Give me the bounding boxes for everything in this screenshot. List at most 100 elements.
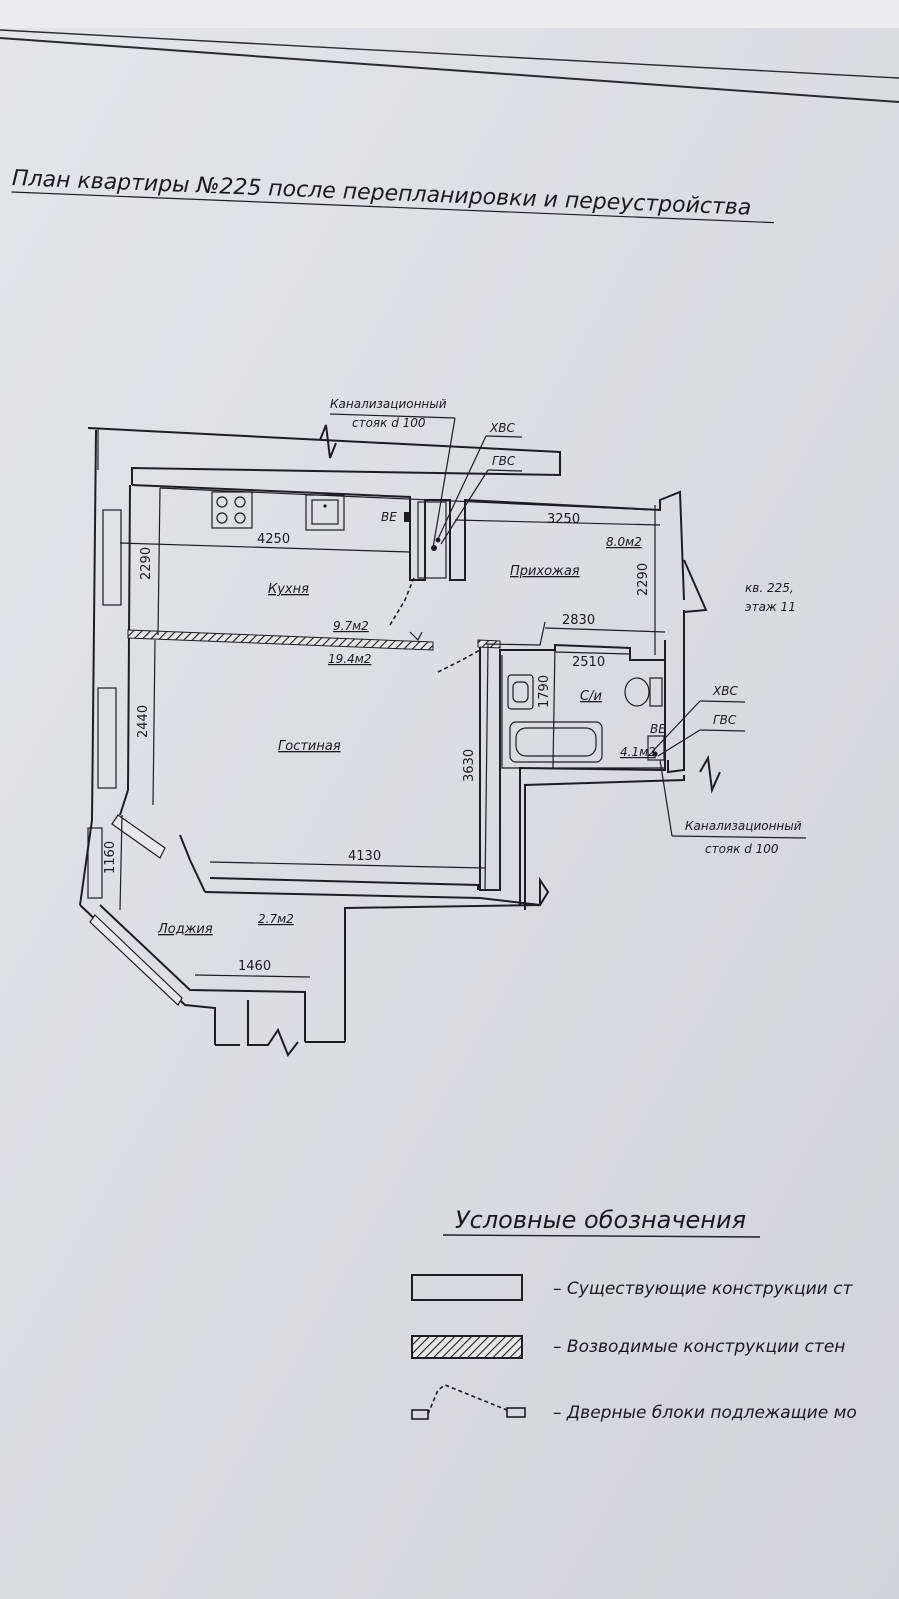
burner-icon — [234, 512, 246, 524]
dim-bath-depth: 1790 — [537, 675, 552, 708]
burner-icon — [216, 496, 228, 508]
new-wall-hatched — [127, 629, 434, 651]
legend: Условные обозначения – Существующие конс… — [411, 1206, 857, 1423]
dim-kitchen-width: 4250 — [257, 532, 290, 547]
dim-loggia-depth: 1160 — [103, 841, 118, 874]
washbasin-icon — [507, 674, 534, 710]
riser-shaft — [417, 501, 447, 579]
bath-riser-pipe-icon — [652, 751, 658, 757]
area-hall: 8.0м2 — [606, 535, 642, 549]
window-living — [97, 687, 117, 789]
bath-cold-leader — [651, 700, 701, 753]
top-riser-label-2: стояк d 100 — [352, 416, 426, 430]
top-hot-label: ГВС — [492, 454, 516, 468]
legend-title-underline — [442, 1234, 761, 1238]
legend-door-label: – Дверные блоки подлежащие мо — [553, 1403, 857, 1423]
room-hall-label: Прихожая — [510, 564, 580, 579]
burner-icon — [216, 512, 228, 524]
dim-living-width: 4130 — [348, 849, 381, 864]
top-hot-leader — [440, 469, 489, 545]
dim-living-width-line — [209, 861, 486, 869]
top-riser-leader — [432, 417, 456, 549]
dim-kitchen-width-line — [119, 542, 411, 553]
vent-kitchen-label: ВЕ — [381, 510, 397, 524]
room-living-label: Гостиная — [278, 739, 341, 754]
bath-riser-label-1: Канализационный — [685, 819, 802, 833]
bath-riser-box — [647, 735, 665, 761]
dim-living-depth: 2440 — [136, 705, 151, 738]
sink-bowl-icon — [311, 499, 339, 525]
sink-icon — [305, 494, 345, 531]
kitchen-fixtures — [211, 491, 447, 579]
break-line-top — [319, 424, 337, 459]
page-top-line — [0, 29, 899, 79]
kitchen-door-dashed — [389, 574, 416, 626]
new-doors — [389, 574, 481, 673]
living-bottom-inner — [209, 877, 479, 890]
dim-living-height-line — [484, 644, 489, 891]
bath-inner — [501, 655, 665, 769]
dim-kitchen-depth: 2290 — [139, 547, 154, 580]
top-riser-leader-underline — [329, 413, 456, 419]
top-riser-label-1: Канализационный — [330, 397, 447, 411]
toilet-icon — [624, 677, 650, 707]
corridor-wall — [524, 775, 685, 910]
sheet-top-strip — [0, 0, 899, 28]
loggia-window — [89, 914, 183, 1006]
hall-door-line — [485, 621, 546, 646]
top-exterior-wall — [87, 427, 561, 485]
bath-riser-underline — [671, 835, 807, 839]
dim-loggia-depth-line — [119, 814, 123, 911]
legend-existing-label: – Существующие конструкции ст — [553, 1279, 853, 1299]
loggia-door-wall — [179, 834, 206, 893]
bath-riser-leader — [659, 759, 673, 837]
living-door-dashed — [437, 649, 481, 673]
bathtub-icon — [509, 721, 603, 763]
dim-living-depth-line — [152, 639, 156, 806]
plan-walls — [79, 424, 721, 1058]
stove-icon — [211, 491, 253, 529]
left-inner-wall — [119, 484, 131, 816]
bath-hot-underline — [699, 729, 746, 732]
legend-new-wall-label: – Возводимые конструкции стен — [553, 1337, 845, 1357]
legend-door-jamb-right — [506, 1407, 526, 1418]
loggia-inner — [99, 904, 306, 1042]
window-kitchen — [102, 509, 122, 606]
dim-hall-door-line — [544, 627, 666, 633]
room-kitchen-label: Кухня — [268, 582, 309, 597]
living-bottom-outer — [204, 876, 550, 1042]
window-loggia-left — [87, 827, 103, 899]
page-frame-line — [0, 37, 899, 103]
dim-bath-width-line — [554, 651, 631, 655]
bath-hot-leader — [657, 729, 701, 757]
dim-loggia-width: 1460 — [238, 959, 271, 974]
loggia-break-line — [247, 1000, 299, 1058]
loggia-door — [111, 814, 166, 859]
door-mark — [409, 631, 423, 642]
area-loggia: 2.7м2 — [258, 912, 294, 926]
area-living: 19.4м2 — [328, 652, 371, 666]
legend-existing-swatch — [411, 1274, 523, 1301]
right-wall — [667, 610, 685, 774]
bath-cold-underline — [699, 700, 746, 703]
washbasin-bowl-icon — [512, 681, 529, 703]
apartment-note-line1: кв. 225, — [745, 581, 794, 595]
dim-living-height: 3630 — [462, 749, 477, 782]
vent-icon — [404, 512, 410, 522]
area-bath: 4.1м2 — [620, 745, 656, 759]
apartment-note-line2: этаж 11 — [745, 600, 796, 614]
dimension-lines — [119, 487, 666, 978]
bath-hot-label: ГВС — [713, 713, 737, 727]
legend-door-swing — [427, 1384, 508, 1415]
bathtub-inner-icon — [515, 727, 597, 757]
bath-fixtures — [507, 674, 665, 763]
dim-kitchen-depth-line — [157, 487, 161, 636]
top-cold-label: ХВС — [489, 421, 515, 435]
dim-loggia-width-line — [194, 974, 311, 978]
riser-pipe-icon — [431, 545, 437, 551]
dim-bath-depth-line — [552, 644, 556, 769]
kitchen-hall-top-wall — [131, 484, 685, 601]
